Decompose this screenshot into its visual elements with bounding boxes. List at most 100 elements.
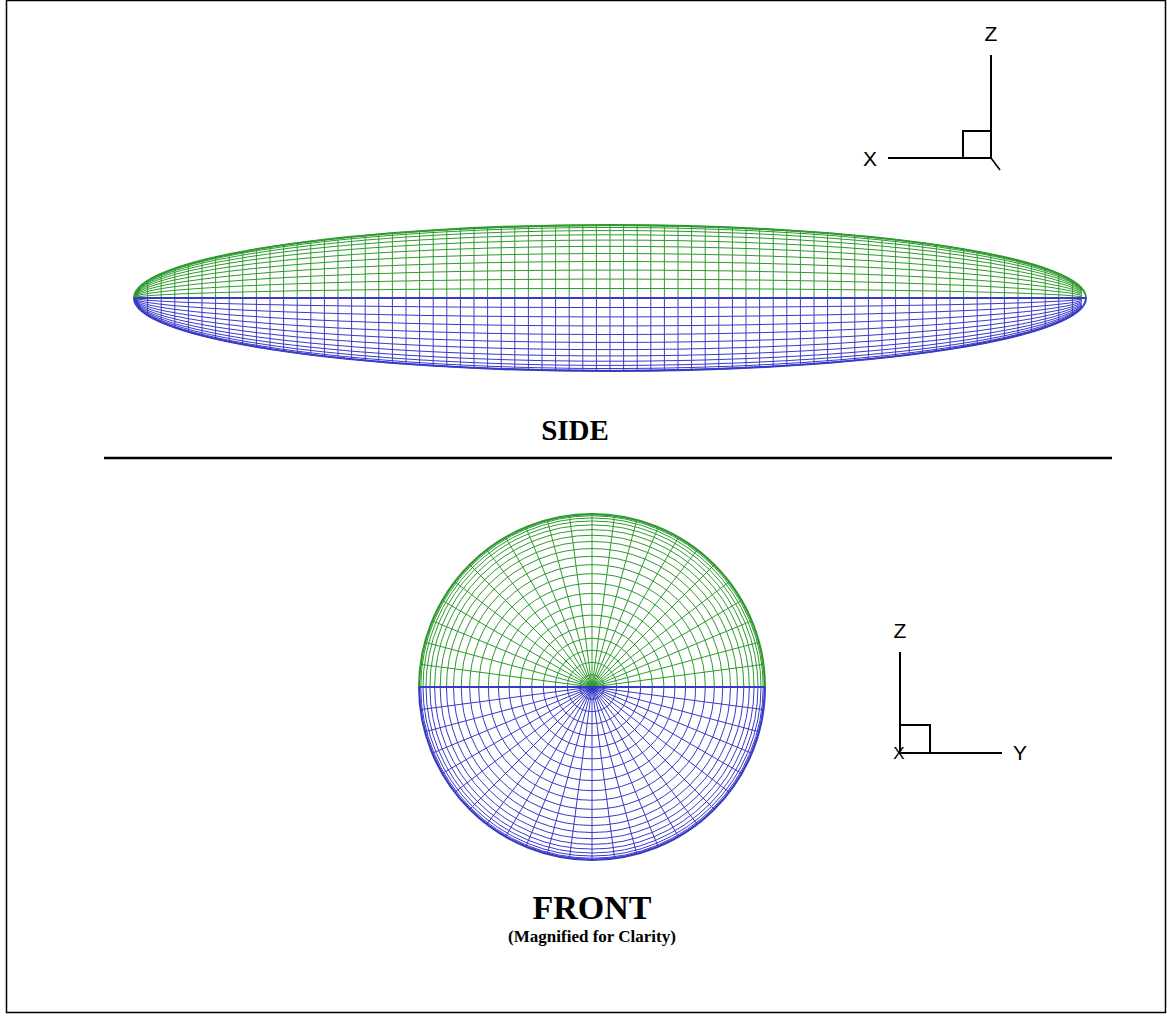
- mesh-line: [1058, 298, 1059, 322]
- mesh-line: [610, 225, 611, 298]
- mesh-line: [324, 240, 325, 298]
- axis-triad-front: [900, 652, 1002, 753]
- mesh-line: [814, 232, 815, 298]
- mesh-line: [419, 515, 764, 687]
- mesh-line: [215, 298, 216, 339]
- mesh-line: [460, 229, 461, 298]
- side-view-mesh: [134, 225, 1086, 371]
- mesh-line: [950, 298, 951, 349]
- mesh-line: [134, 246, 1082, 298]
- mesh-line: [592, 642, 759, 687]
- mesh-line: [773, 298, 774, 367]
- mesh-line: [283, 298, 284, 351]
- mesh-line: [990, 254, 991, 298]
- mesh-line: [134, 298, 1082, 369]
- axis-label: X: [863, 147, 877, 170]
- mesh-line: [134, 235, 1082, 298]
- mesh-line: [242, 298, 243, 344]
- axis-triad-side: [888, 55, 1000, 170]
- mesh-line: [470, 565, 592, 687]
- mesh-line: [338, 298, 339, 358]
- mesh-line: [592, 520, 637, 687]
- mesh-line: [895, 240, 896, 298]
- mesh-line: [732, 298, 733, 369]
- view-label: FRONT: [533, 889, 652, 926]
- mesh-line: [542, 226, 543, 298]
- mesh-line: [746, 298, 747, 368]
- mesh-line: [392, 233, 393, 298]
- mesh-line: [256, 249, 257, 298]
- mesh-line: [827, 298, 828, 363]
- mesh-line: [705, 226, 706, 298]
- mesh-line: [592, 565, 714, 687]
- mesh-line: [950, 247, 951, 298]
- mesh-line: [678, 298, 679, 370]
- mesh-line: [592, 514, 593, 687]
- mesh-line: [419, 687, 764, 859]
- mesh-line: [474, 228, 475, 298]
- hull-outline: [134, 298, 1086, 371]
- mesh-line: [582, 225, 583, 298]
- mesh-line: [936, 298, 937, 351]
- mesh-line: [592, 687, 759, 732]
- mesh-line: [746, 228, 747, 298]
- mesh-line: [1045, 268, 1046, 298]
- mesh-line: [1004, 298, 1005, 339]
- mesh-line: [664, 225, 665, 298]
- mesh-line: [526, 527, 592, 687]
- mesh-line: [425, 687, 592, 732]
- mesh-line: [406, 298, 407, 364]
- mesh-line: [592, 687, 658, 847]
- axis-label: Z: [894, 619, 907, 642]
- axis-label: X: [893, 745, 904, 764]
- mesh-line: [1004, 257, 1005, 298]
- mesh-line: [134, 298, 1082, 326]
- mesh-line: [963, 298, 964, 347]
- mesh-line: [378, 298, 379, 362]
- mesh-line: [691, 298, 692, 370]
- mesh-line: [786, 298, 787, 366]
- mesh-line: [134, 298, 1082, 342]
- mesh-line: [134, 298, 1082, 371]
- mesh-line: [868, 298, 869, 359]
- mesh-line: [514, 298, 515, 370]
- mesh-line: [470, 687, 592, 809]
- mesh-line: [555, 298, 556, 371]
- mesh-line: [406, 232, 407, 298]
- mesh-line: [841, 234, 842, 298]
- mesh-line: [134, 298, 1082, 350]
- mesh-line: [786, 230, 787, 298]
- mesh-line: [134, 298, 1082, 370]
- mesh-line: [283, 245, 284, 298]
- mesh-line: [229, 254, 230, 298]
- mesh-line: [419, 687, 765, 860]
- mesh-line: [592, 687, 752, 753]
- mesh-line: [324, 298, 325, 356]
- mesh-line: [596, 298, 597, 371]
- mesh-line: [592, 687, 637, 854]
- mesh-line: [547, 520, 592, 687]
- mesh-line: [419, 514, 765, 687]
- mesh-line: [718, 298, 719, 369]
- mesh-line: [487, 227, 488, 298]
- mesh-line: [215, 257, 216, 298]
- mesh-line: [134, 298, 1082, 335]
- mesh-line: [592, 687, 714, 809]
- mesh-line: [650, 225, 651, 298]
- mesh-line: [174, 298, 175, 328]
- mesh-line: [963, 249, 964, 298]
- mesh-line: [446, 298, 447, 367]
- mesh-line: [134, 226, 1082, 298]
- mesh-line: [134, 254, 1082, 298]
- mesh-line: [425, 642, 592, 687]
- mesh-line: [365, 235, 366, 298]
- mesh-line: [460, 298, 461, 367]
- mesh-line: [800, 231, 801, 298]
- mesh-line: [501, 298, 502, 369]
- mesh-line: [474, 298, 475, 368]
- mesh-line: [432, 621, 592, 687]
- centre-line: [419, 686, 765, 688]
- divider-line: [104, 457, 1112, 460]
- mesh-line: [1045, 298, 1046, 328]
- mesh-line: [174, 268, 175, 298]
